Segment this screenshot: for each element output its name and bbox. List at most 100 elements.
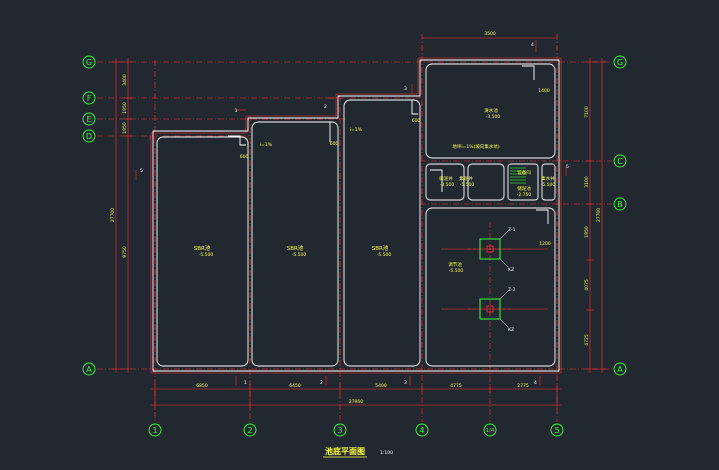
- grid-label-3: 3: [337, 426, 342, 435]
- room-label-sbr-3: SBR池: [372, 244, 389, 252]
- section-mark-5-right: 5: [566, 164, 569, 170]
- drain-slope-2: i=1%: [350, 127, 363, 133]
- sump-detail-3: 600: [412, 118, 421, 124]
- sump-detail-2: 600: [330, 141, 339, 147]
- column-tag-kz-2: KZ: [508, 327, 514, 333]
- grid-label-a-right: A: [617, 365, 623, 374]
- dim-right-total: 27700: [596, 208, 602, 222]
- grid-label-5: 5: [554, 426, 559, 435]
- grid-bubble-4: 4: [415, 423, 429, 437]
- grid-label-1: 1: [152, 426, 157, 435]
- room-labels: SBR池 -5.500 SBR池 -5.500 SBR池 -5.500 清水池 …: [194, 107, 556, 274]
- grid-label-e: E: [86, 115, 91, 124]
- dim-right-5: 4725: [584, 334, 590, 346]
- grid-bubble-a-right: A: [613, 362, 627, 376]
- dim-bottom-1: 6850: [196, 383, 208, 389]
- drawing-title-block: 池底平面图 1:100: [323, 446, 393, 458]
- room-elevation-clear-water: -3.500: [486, 114, 501, 120]
- room-elevation-suction-well: -3.500: [440, 182, 455, 188]
- dim-left-4: 9750: [122, 246, 128, 258]
- section-mark-4-top: 4: [531, 42, 534, 48]
- grid-label-4: 4: [419, 426, 424, 435]
- equipment-room-outline: [507, 163, 539, 201]
- grid-bubble-d-left: D: [82, 129, 96, 143]
- room-elevation-sbr-2: -5.500: [292, 252, 307, 258]
- drain-slope-1: i=1%: [260, 142, 273, 148]
- column-z1: [479, 238, 501, 260]
- sbr-pool-2-outline: [251, 121, 339, 367]
- section-mark-3-bottom: 3: [404, 380, 407, 386]
- walls: [152, 59, 560, 372]
- dim-bottom-3: 5400: [375, 383, 387, 389]
- grid-label-d: D: [86, 132, 92, 141]
- column-tag-z2: Z-2: [508, 287, 516, 293]
- room-elevation-sludge-well: -5.500: [460, 182, 475, 188]
- grid-bubble-1-4: 1/4: [483, 423, 497, 437]
- annotations: 地坪i=1%(坡向集水坑) 600 600 600 1400 1200 Z-1 …: [240, 88, 551, 333]
- grid-label-g-right: G: [617, 58, 623, 67]
- grid-label-2: 2: [247, 426, 252, 435]
- column-z2: [479, 298, 501, 320]
- grid-bubble-g-left: G: [82, 55, 96, 69]
- room-label-sbr-1: SBR池: [194, 244, 211, 252]
- grid-label-f: F: [87, 94, 92, 103]
- grid-label-g: G: [86, 58, 92, 67]
- sludge-well-outline: [425, 163, 465, 201]
- dim-left-1: 3400: [122, 74, 128, 86]
- room-label-sludge-well: 集泥井: [459, 175, 473, 182]
- room-elevation-sump: -5.500: [541, 182, 556, 188]
- section-mark-2-bottom: 2: [320, 380, 323, 386]
- grid-bubble-a-left: A: [82, 362, 96, 376]
- section-mark-1-top: 1: [235, 108, 238, 114]
- room-label-equipment: 设备间: [517, 169, 531, 176]
- dimension-lines: [112, 37, 606, 410]
- dim-right-3: 1950: [584, 226, 590, 238]
- sbr-pool-3-outline: [343, 99, 421, 367]
- grid-bubble-3: 3: [333, 423, 347, 437]
- stair-hatch: [510, 167, 526, 184]
- outlet-width-label: 1200: [539, 241, 551, 247]
- dim-right-2: 3100: [584, 176, 590, 188]
- grid-bubble-2: 2: [243, 423, 257, 437]
- room-label-sump: 集水井: [541, 175, 555, 182]
- dim-bottom-total: 27950: [349, 399, 363, 405]
- dim-right-1: 7100: [584, 106, 590, 118]
- regulating-pool-outline: [425, 207, 556, 367]
- grid-lines: [97, 34, 612, 422]
- dim-bottom-4: 4775: [450, 383, 462, 389]
- room-elevation-sbr-1: -5.500: [199, 252, 214, 258]
- column-tag-z1: Z-1: [508, 227, 516, 233]
- sump-width-label: 1400: [538, 88, 550, 94]
- section-marks: 1 1 2 2 3 3 4 4 5 5: [140, 42, 569, 386]
- dimension-text: 3500 6850 6450 5400 4775 2775 27950 3400…: [110, 31, 602, 405]
- grid-bubble-f-left: F: [82, 91, 96, 105]
- drawing-scale: 1:100: [380, 450, 393, 456]
- slope-note: 地坪i=1%(坡向集水坑): [452, 143, 499, 150]
- sump-detail-1: 600: [240, 154, 249, 160]
- grid-label-b: B: [617, 200, 623, 209]
- room-label-clear-water: 清水池: [484, 107, 498, 114]
- grid-label-a: A: [86, 365, 92, 374]
- room-elevation-regulating: -5.500: [449, 268, 464, 274]
- room-elevation-sludge-storage: -2.750: [517, 192, 532, 198]
- dim-left-total: 27700: [110, 208, 116, 222]
- grid-bubble-c-right: C: [613, 154, 627, 168]
- grid-label-c: C: [617, 157, 623, 166]
- sbr-pool-1-outline: [156, 136, 249, 367]
- clear-water-pool-outline: [425, 63, 556, 159]
- room-label-suction-well: 吸泥井: [439, 175, 453, 182]
- room-label-sbr-2: SBR池: [287, 244, 304, 252]
- grid-bubble-g-right: G: [613, 55, 627, 69]
- dim-bottom-5: 2775: [517, 383, 529, 389]
- section-mark-5-left: 5: [140, 168, 143, 174]
- grid-bubble-1: 1: [148, 423, 162, 437]
- dim-left-2: 1950: [122, 102, 128, 114]
- dim-right-4: 4075: [584, 279, 590, 291]
- column-tag-kz-1: KZ: [508, 267, 514, 273]
- grid-bubble-5: 5: [550, 423, 564, 437]
- section-mark-2-top: 2: [324, 104, 327, 110]
- sump-outline: [541, 163, 556, 201]
- section-mark-1-bottom: 1: [244, 380, 247, 386]
